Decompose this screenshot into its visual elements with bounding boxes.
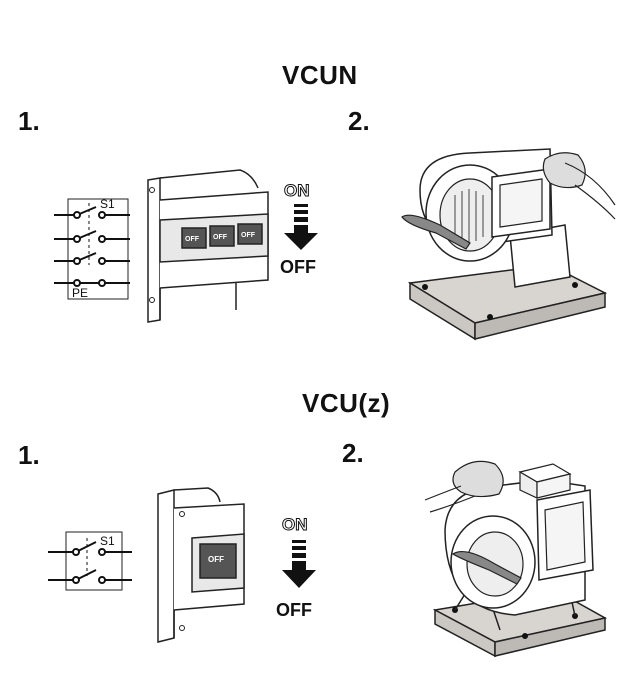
fan-cleaning-illustration-vcuz (424, 460, 608, 658)
section-title-vcuz: VCU(z) (302, 388, 391, 418)
step-number-2: 2. (348, 106, 370, 136)
off-label: OFF (280, 257, 316, 277)
fan-cleaning-illustration-vcun (401, 148, 616, 341)
switch-label: S1 (100, 197, 115, 211)
pe-label: PE (72, 286, 88, 300)
three-phase-switch-diagram: S1 PE (54, 197, 130, 300)
step-number-1-vcuz: 1. (18, 440, 40, 470)
section-title-vcun: VCUN (282, 60, 358, 90)
breaker-panel-single-pole: OFF (157, 487, 245, 643)
breaker-off-label-2: OFF (213, 234, 228, 241)
on-off-arrow-indicator: ON OFF (280, 181, 318, 277)
switch-label-vcuz: S1 (100, 534, 115, 548)
step-number-2-vcuz: 2. (342, 438, 364, 468)
single-phase-switch-diagram: S1 (48, 531, 132, 591)
on-label-vcuz: ON (282, 515, 308, 534)
breaker-panel-three-pole: OFF OFF OFF (147, 169, 269, 323)
step-number-1: 1. (18, 106, 40, 136)
on-off-arrow-indicator-vcuz: ON OFF (276, 515, 316, 620)
breaker-off-label-3: OFF (241, 232, 256, 239)
breaker-off-label-vcuz: OFF (208, 555, 224, 564)
on-label: ON (284, 181, 310, 200)
off-label-vcuz: OFF (276, 600, 312, 620)
breaker-off-label-1: OFF (185, 236, 200, 243)
